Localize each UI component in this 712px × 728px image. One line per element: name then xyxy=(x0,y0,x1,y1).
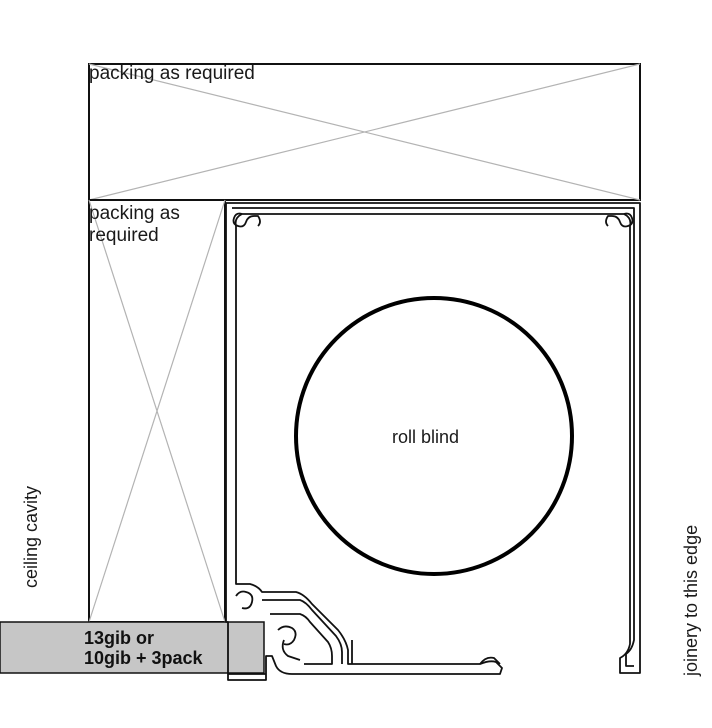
ceiling-cavity-label: ceiling cavity xyxy=(21,485,41,588)
gib-board xyxy=(0,621,265,674)
top-packing-box xyxy=(88,63,641,201)
roll-blind-circle xyxy=(294,296,574,576)
gib-board-label: 13gib or 10gib + 3pack xyxy=(84,628,203,668)
side-packing-box xyxy=(88,199,226,623)
top-packing-label: packing as required xyxy=(89,63,255,84)
side-packing-cross-line-b xyxy=(88,199,226,623)
top-packing-cross-line-b xyxy=(88,63,641,201)
headbox-extrusion xyxy=(225,202,641,681)
side-packing-label: packing as required xyxy=(89,203,180,246)
joinery-edge-label: joinery to this edge xyxy=(681,524,701,676)
roll-blind-label: roll blind xyxy=(392,427,460,447)
